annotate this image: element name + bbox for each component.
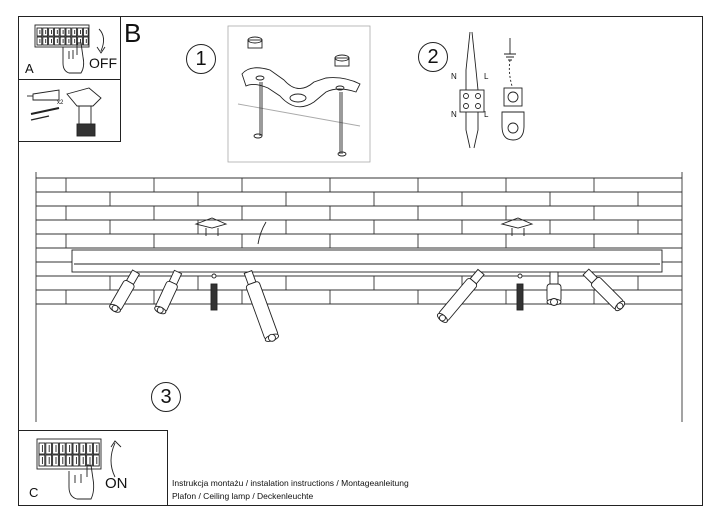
breaker-switch: [36, 27, 43, 37]
breaker-switch: [45, 442, 53, 455]
panel-tools: x2: [18, 79, 121, 142]
breaker-switch: [86, 454, 93, 467]
breaker-switch: [42, 36, 49, 46]
breaker-switch: [72, 454, 80, 467]
breaker-switch: [65, 442, 73, 455]
breaker-switch: [77, 36, 83, 46]
breaker-switch: [52, 454, 59, 467]
panel-c-switch-on: C ON: [18, 430, 168, 506]
breaker-switch: [71, 36, 78, 46]
breaker-switch: [65, 36, 72, 46]
screw-right: [516, 283, 524, 311]
spotlight-c: [243, 270, 280, 342]
drill-illustration: [27, 87, 102, 137]
caption-line-1: Instrukcja montażu / instalation instruc…: [172, 478, 409, 488]
spotlight-d: [436, 268, 485, 323]
wiring-terminal-illustration: [459, 31, 525, 149]
spotlight-e: [546, 271, 562, 306]
step-2-marker: 2: [418, 42, 448, 72]
caption-line-2: Plafon / Ceiling lamp / Deckenleuchte: [172, 491, 314, 501]
breaker-switch: [79, 454, 87, 467]
breaker-switch: [79, 442, 87, 455]
step-3-marker: 3: [151, 382, 181, 412]
breaker-switch: [38, 442, 46, 455]
breaker-switch: [92, 442, 100, 455]
breaker-switch: [65, 27, 72, 37]
breaker-switch: [82, 36, 89, 46]
page-frame: [18, 16, 703, 506]
spotlight-b: [154, 269, 183, 315]
breaker-switch: [77, 27, 83, 37]
breaker-switch: [48, 36, 54, 46]
ceiling-lamp-illustration: [35, 172, 683, 422]
breaker-switch: [65, 454, 73, 467]
breaker-switch: [92, 454, 100, 467]
spotlights: [109, 268, 626, 342]
screw-left: [210, 283, 218, 311]
on-label: ON: [105, 475, 128, 492]
breaker-switch: [36, 36, 43, 46]
panel-c-letter: C: [29, 485, 39, 500]
breaker-switch: [48, 27, 54, 37]
breaker-switch: [71, 27, 78, 37]
breaker-switch: [59, 36, 66, 46]
panel-a-switch-off: A OFF: [18, 16, 121, 80]
off-label: OFF: [89, 55, 117, 71]
quantity-label: x2: [57, 100, 64, 106]
breaker-switch: [53, 27, 60, 37]
panel-a-letter: A: [25, 61, 34, 76]
brick-ceiling: [35, 172, 683, 422]
breaker-switch: [58, 442, 66, 455]
wire-label-l-top: L: [484, 72, 489, 81]
breaker-switch: [72, 442, 80, 455]
spotlight-f: [582, 268, 626, 312]
breaker-switch: [45, 454, 53, 467]
bracket-left: [194, 217, 228, 236]
breaker-switch: [53, 36, 60, 46]
breaker-switch: [52, 442, 59, 455]
breaker-switch: [59, 27, 66, 37]
breaker-switch: [38, 454, 46, 467]
breaker-switch: [82, 27, 89, 37]
breaker-on-illustration: [36, 438, 122, 500]
breaker-switch: [42, 27, 49, 37]
wire-label-l-bottom: L: [484, 110, 489, 119]
bracket-right: [500, 217, 534, 236]
breaker-off-illustration: [34, 24, 106, 74]
breaker-switch: [58, 454, 66, 467]
wire-label-n-top: N: [451, 72, 457, 81]
wire-label-n-bottom: N: [451, 110, 457, 119]
breaker-switch: [86, 442, 93, 455]
step-1-marker: 1: [186, 44, 216, 74]
panel-b-letter: B: [124, 18, 142, 48]
mounting-bracket-illustration: [227, 25, 371, 163]
spotlight-a: [109, 269, 141, 313]
lamp-rail: [71, 249, 663, 273]
